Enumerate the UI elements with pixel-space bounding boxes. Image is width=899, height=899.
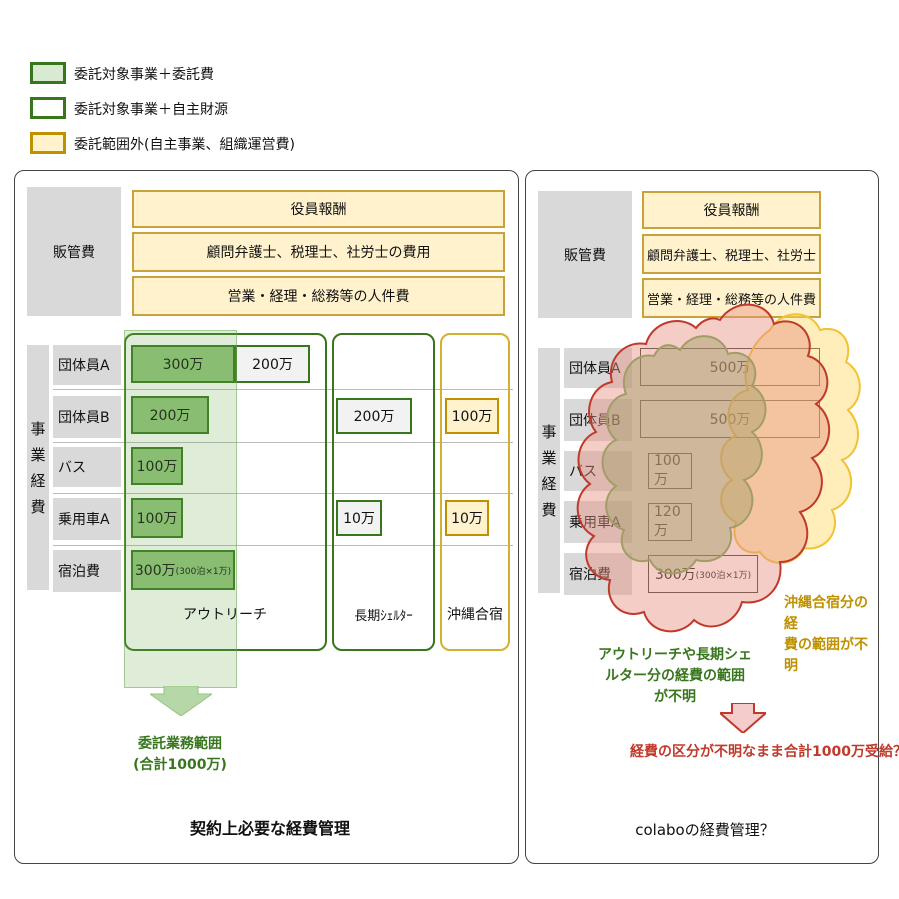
right-cell-a: 500万 bbox=[640, 348, 820, 386]
group-outreach-label: アウトリーチ bbox=[183, 607, 267, 623]
cloud-overlay bbox=[576, 303, 861, 633]
left-row-b: 団体員B bbox=[53, 396, 121, 438]
scope-label: 委託業務範囲 (合計1000万) bbox=[120, 734, 240, 776]
left-jigyou-char-2: 業 bbox=[30, 445, 46, 464]
right-row-bus: バス bbox=[564, 451, 632, 491]
legend-label-3: 委託範囲外(自主事業、組織運営費) bbox=[74, 137, 295, 153]
left-jigyou-char-1: 事 bbox=[30, 419, 46, 438]
cell-hotel-outreach: 300万(300泊×1万) bbox=[131, 550, 235, 590]
cell-hotel-note: (300泊×1万) bbox=[175, 566, 232, 577]
right-cell-bus: 100万 bbox=[648, 453, 692, 489]
left-separator bbox=[53, 545, 513, 546]
right-cell-car: 120万 bbox=[648, 503, 692, 541]
right-jigyou-char-2: 業 bbox=[541, 448, 557, 467]
cell-a-extra: 200万 bbox=[235, 345, 310, 383]
legend-label-1: 委託対象事業＋委託費 bbox=[74, 67, 214, 83]
scope-label-line-1: 委託業務範囲 bbox=[138, 736, 222, 752]
cell-car-shelter: 10万 bbox=[336, 500, 382, 536]
left-separator bbox=[53, 493, 513, 494]
cell-b-outreach: 200万 bbox=[131, 396, 209, 434]
right-row-hotel: 宿泊費 bbox=[564, 553, 632, 595]
left-row-bus: バス bbox=[53, 447, 121, 487]
group-okinawa-label: 沖縄合宿 bbox=[447, 607, 503, 623]
right-cell-b: 500万 bbox=[640, 400, 820, 438]
note-okinawa-line-1: 沖縄合宿分の経 bbox=[784, 595, 868, 632]
scope-overlay bbox=[124, 330, 237, 688]
left-jigyou-label: 事 業 経 費 bbox=[27, 345, 49, 590]
cell-a-outreach: 300万 bbox=[131, 345, 235, 383]
right-jigyou-char-4: 費 bbox=[541, 500, 557, 519]
cell-car-outreach: 100万 bbox=[131, 498, 183, 538]
legend-swatch-green-fill bbox=[30, 62, 66, 84]
right-jigyou-label: 事 業 経 費 bbox=[538, 348, 560, 593]
left-row-a: 団体員A bbox=[53, 345, 121, 385]
group-shelter-label: 長期ｼｪﾙﾀｰ bbox=[354, 608, 413, 624]
legend-label-2: 委託対象事業＋自主財源 bbox=[74, 102, 228, 118]
left-separator bbox=[53, 389, 513, 390]
scope-label-line-2: (合計1000万) bbox=[133, 757, 227, 773]
left-separator bbox=[53, 442, 513, 443]
right-caption: colaboの経費管理？ bbox=[635, 820, 775, 839]
cloud-red bbox=[576, 303, 831, 633]
right-jigyou-char-1: 事 bbox=[541, 422, 557, 441]
legend-swatch-green-line bbox=[30, 97, 66, 119]
left-hankan-item-1: 役員報酬 bbox=[132, 190, 505, 228]
right-row-a: 団体員A bbox=[564, 348, 632, 388]
right-cell-hotel-note: (300泊×1万) bbox=[696, 568, 751, 581]
right-hankan-label: 販管費 bbox=[538, 191, 632, 318]
note-outreach: アウトリーチや長期シェ ルター分の経費の範囲 が不明 bbox=[590, 645, 760, 708]
scope-arrow-icon bbox=[150, 686, 212, 716]
cell-car-okinawa: 10万 bbox=[445, 500, 489, 536]
left-jigyou-char-4: 費 bbox=[30, 497, 46, 516]
left-caption: 契約上必要な経費管理 bbox=[189, 819, 350, 838]
left-row-car: 乗用車A bbox=[53, 498, 121, 540]
left-hankan-item-3: 営業・経理・総務等の人件費 bbox=[132, 276, 505, 316]
legend: 委託対象事業＋委託費 委託対象事業＋自主財源 委託範囲外(自主事業、組織運営費) bbox=[30, 62, 295, 162]
right-hankan-item-3: 営業・経理・総務等の人件費 bbox=[642, 278, 821, 318]
group-outreach-box bbox=[124, 333, 327, 651]
left-hankan-item-2: 顧問弁護士、税理士、社労士の費用 bbox=[132, 232, 505, 272]
note-outreach-line-1: アウトリーチや長期シェ bbox=[598, 647, 752, 663]
cell-b-okinawa: 100万 bbox=[445, 398, 499, 434]
cell-hotel-value: 300万 bbox=[134, 563, 176, 579]
note-outreach-line-3: が不明 bbox=[654, 689, 696, 705]
right-row-car: 乗用車A bbox=[564, 501, 632, 543]
total-arrow-icon bbox=[720, 703, 766, 733]
cell-bus-outreach: 100万 bbox=[131, 447, 183, 485]
left-jigyou-char-3: 経 bbox=[30, 471, 46, 490]
note-okinawa: 沖縄合宿分の経 費の範囲が不明 bbox=[784, 593, 879, 677]
cloud-green bbox=[601, 335, 767, 575]
note-okinawa-line-2: 費の範囲が不明 bbox=[784, 637, 868, 674]
left-row-hotel: 宿泊費 bbox=[53, 550, 121, 592]
right-hankan-item-2: 顧問弁護士、税理士、社労士 bbox=[642, 234, 821, 274]
legend-swatch-yellow bbox=[30, 132, 66, 154]
right-jigyou-char-3: 経 bbox=[541, 474, 557, 493]
note-outreach-line-2: ルター分の経費の範囲 bbox=[605, 668, 745, 684]
left-hankan-label: 販管費 bbox=[27, 187, 121, 316]
note-total: 経費の区分が不明なまま合計1000万受給？ bbox=[630, 744, 899, 760]
cell-b-shelter: 200万 bbox=[336, 398, 412, 434]
right-hankan-item-1: 役員報酬 bbox=[642, 191, 821, 229]
group-okinawa-box bbox=[440, 333, 510, 651]
group-shelter-box bbox=[332, 333, 435, 651]
